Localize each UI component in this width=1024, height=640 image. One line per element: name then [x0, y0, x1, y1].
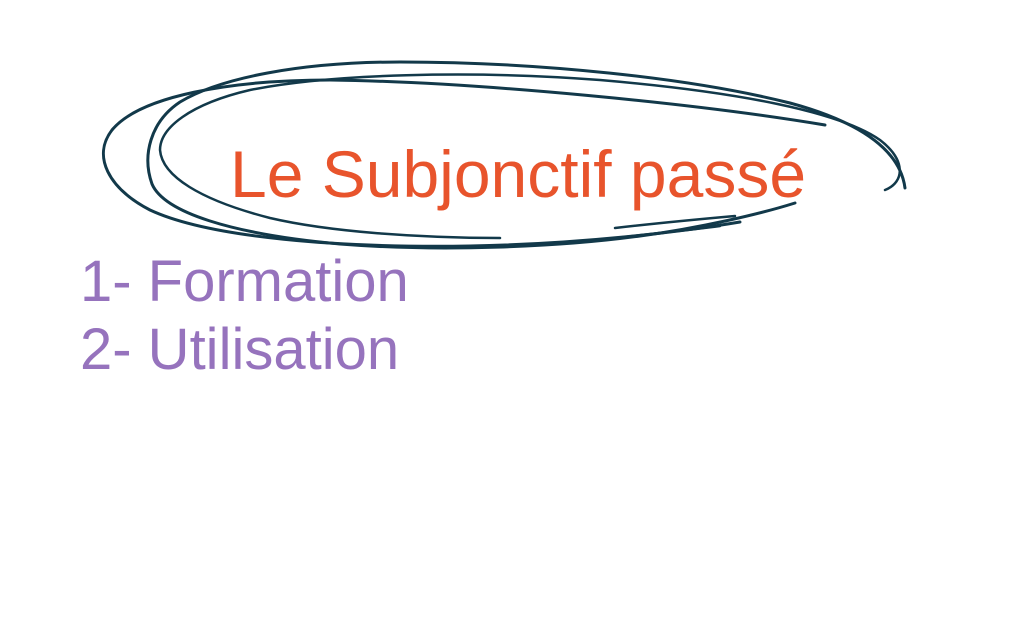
ink-tail-stroke	[613, 214, 737, 240]
agenda-item-formation: 1- Formation	[80, 249, 409, 314]
agenda-item-utilisation: 2- Utilisation	[80, 317, 400, 382]
slide-title: Le Subjonctif passé	[230, 137, 807, 211]
agenda-list: 1- Formation 2- Utilisation	[80, 248, 409, 384]
